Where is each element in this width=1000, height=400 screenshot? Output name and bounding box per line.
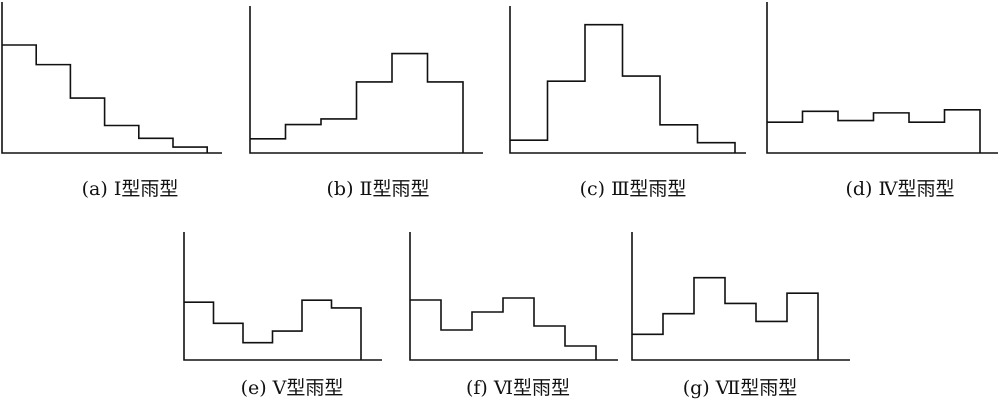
rain-bar <box>698 143 736 153</box>
axes <box>766 2 998 154</box>
axes <box>183 232 382 361</box>
rain-bar <box>2 45 36 153</box>
rain-bar <box>173 147 207 153</box>
caption-g: (g) Ⅶ型雨型 <box>682 377 798 399</box>
rainfall-step-line <box>410 297 597 360</box>
caption-e: (e) Ⅴ型雨型 <box>240 377 344 399</box>
rain-bar <box>510 140 548 153</box>
rain-bar <box>585 25 623 153</box>
rain-bar <box>286 125 322 153</box>
rain-bar <box>302 300 332 360</box>
rain-bar <box>548 81 586 153</box>
rainfall-step-line <box>632 276 819 360</box>
caption-c: (c) Ⅲ型雨型 <box>579 178 687 200</box>
axes <box>409 232 618 361</box>
rain-bar <box>623 76 661 153</box>
rain-bar <box>787 293 818 360</box>
panel-g: (g) Ⅶ型雨型 <box>630 230 850 400</box>
rainfall-step-line <box>2 44 208 153</box>
chart-b <box>249 6 483 154</box>
rain-bar <box>250 139 286 153</box>
caption-f: (f) Ⅵ型雨型 <box>465 377 570 399</box>
rain-bar <box>105 126 139 153</box>
rain-bar <box>534 326 565 360</box>
panel-d: (d) Ⅳ型雨型 <box>765 0 1000 200</box>
rain-bar <box>945 110 981 153</box>
axes <box>631 232 850 361</box>
rain-bar <box>139 138 173 153</box>
rain-bar <box>838 121 874 153</box>
rain-bar <box>756 321 787 360</box>
panel-c: (c) Ⅲ型雨型 <box>508 0 753 200</box>
chart-c <box>509 6 746 154</box>
rain-bar <box>428 82 464 153</box>
rain-bar <box>660 125 698 153</box>
rain-bar <box>632 334 663 360</box>
chart-a <box>1 2 222 154</box>
rain-bar <box>357 82 393 153</box>
panel-b: (b) Ⅱ型雨型 <box>248 0 498 200</box>
axes <box>509 6 746 154</box>
rain-bar <box>214 323 244 360</box>
caption-a: (a) Ⅰ型雨型 <box>81 178 179 200</box>
rain-bar <box>909 122 945 153</box>
caption-b: (b) Ⅱ型雨型 <box>326 178 430 200</box>
caption-d: (d) Ⅳ型雨型 <box>845 178 955 200</box>
rain-bar <box>273 331 303 360</box>
rain-bar <box>410 300 441 360</box>
rain-bar <box>472 312 503 360</box>
axes <box>1 2 222 154</box>
rain-bar <box>663 314 694 360</box>
rain-bar <box>565 346 596 360</box>
rainfall-step-line <box>767 109 981 153</box>
rain-bar <box>725 303 756 360</box>
chart-d <box>766 2 998 154</box>
rain-bar <box>694 278 725 360</box>
chart-g <box>631 232 850 361</box>
chart-f <box>409 232 618 361</box>
rain-bar <box>184 302 214 360</box>
rainfall-step-line <box>184 299 362 360</box>
rain-bar <box>321 119 357 153</box>
rain-bar <box>332 308 362 360</box>
rain-bar <box>392 54 428 153</box>
panel-f: (f) Ⅵ型雨型 <box>408 230 618 400</box>
rain-bar <box>503 298 534 360</box>
rainfall-step-line <box>250 52 464 153</box>
chart-e <box>183 232 382 361</box>
axes <box>249 6 483 154</box>
rainfall-step-line <box>510 23 736 153</box>
rain-bar <box>767 122 803 153</box>
rain-bar <box>874 113 910 153</box>
rain-bar <box>243 343 273 360</box>
rain-bar <box>803 111 839 153</box>
panel-a: (a) Ⅰ型雨型 <box>0 0 240 200</box>
rain-bar <box>441 330 472 360</box>
rain-bar <box>36 65 70 153</box>
rain-bar <box>70 98 104 153</box>
panel-e: (e) Ⅴ型雨型 <box>182 230 382 400</box>
